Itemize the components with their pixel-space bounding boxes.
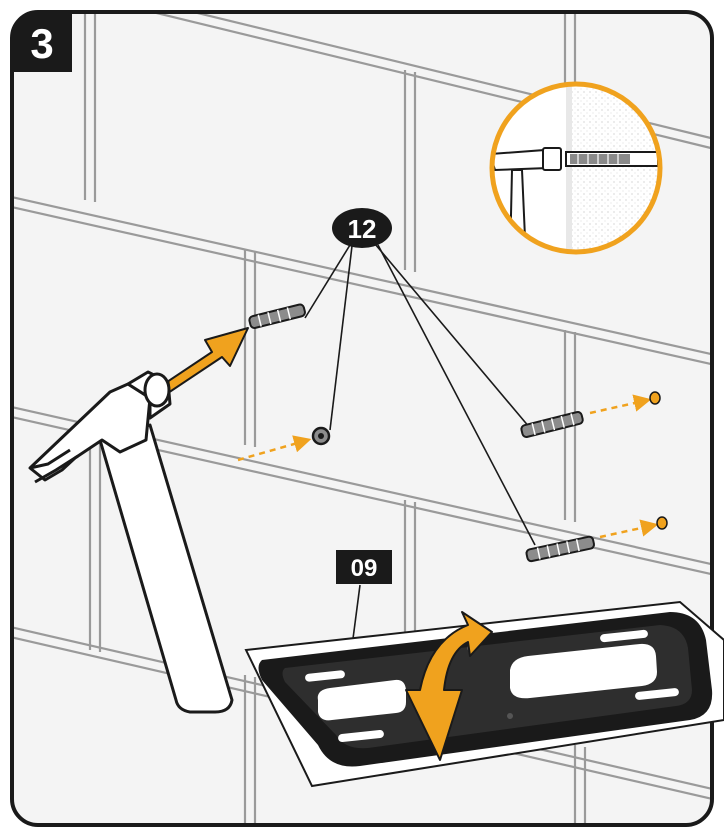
anchor-detail-icon (566, 152, 658, 166)
part-callout-bracket: 09 (336, 550, 392, 584)
part-number-anchor: 12 (348, 214, 377, 244)
wall-plug-icon (313, 428, 329, 444)
step-badge: 3 (12, 12, 72, 72)
part-callout-anchor: 12 (332, 208, 392, 248)
part-number-bracket: 09 (351, 555, 378, 582)
step-number: 3 (30, 20, 53, 67)
